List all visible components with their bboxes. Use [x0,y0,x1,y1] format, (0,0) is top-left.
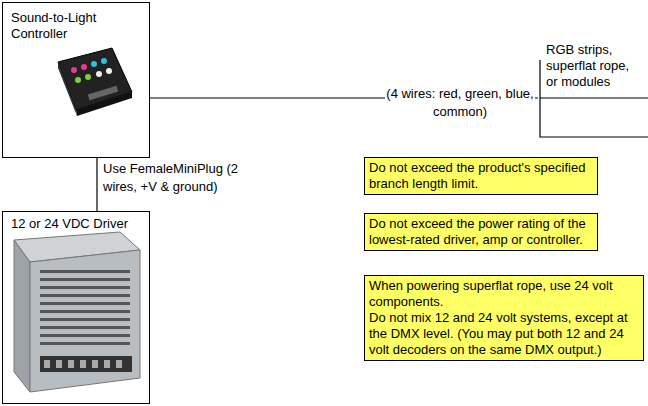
node-text: Do not exceed the power rating of the lo… [369,216,593,248]
wire-label: Use FemaleMiniPlug (2 wires, +V & ground… [103,160,253,196]
node-text: 12 or 24 VDC Driver [11,216,141,232]
note-box: When powering superflat rope, use 24 vol… [364,275,644,361]
controller-box: Sound-to-Light Controller [2,2,150,158]
wire-label: (4 wires: red, green, blue, common) [385,85,535,121]
node-text: Do not exceed the product's specified br… [369,160,593,192]
wire-connector [96,158,97,211]
node-text: RGB strips, superflat rope, or modules [546,42,644,90]
power-supply-illustration [14,232,140,392]
note-box: Do not exceed the product's specified br… [364,157,598,195]
node-text: Sound-to-Light Controller [11,10,141,42]
strip-bracket: RGB strips, superflat rope, or modules [538,40,648,138]
note-box: Do not exceed the power rating of the lo… [364,213,598,251]
controller-illustration [58,48,132,116]
driver-box: 12 or 24 VDC Driver [2,211,150,404]
node-text: When powering superflat rope, use 24 vol… [369,278,639,310]
node-body-text: Do not mix 12 and 24 volt systems, excep… [369,310,639,358]
